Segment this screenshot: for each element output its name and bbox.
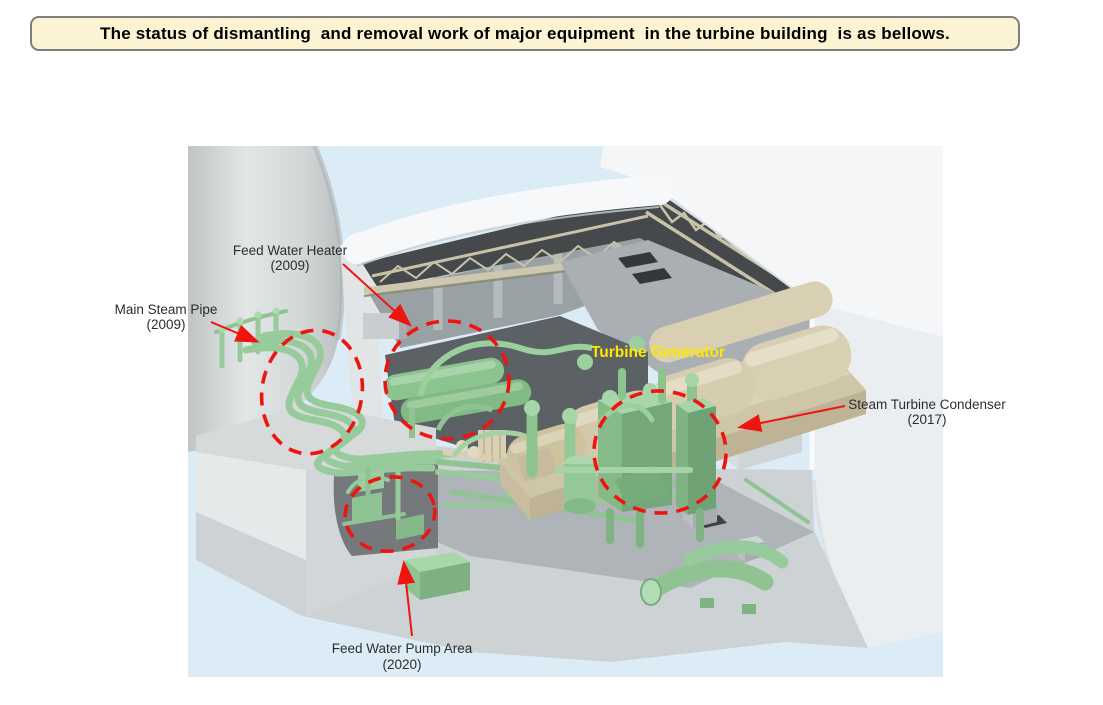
render-area <box>188 146 943 677</box>
feed-water-pump-equipment <box>342 465 424 540</box>
feed-water-heaters <box>383 340 593 438</box>
highlight-ellipse-steam-turbine-condenser <box>592 389 728 515</box>
crane-rail-beam <box>363 259 593 297</box>
highlight-ellipse-main-steam-pipe <box>259 328 365 456</box>
label-feed-water-pump-area: Feed Water Pump Area <box>332 641 473 656</box>
label-steam-turbine-condenser-year: (2017) <box>907 412 946 427</box>
label-feed-water-heater: Feed Water Heater <box>233 243 348 258</box>
label-feed-water-heater-year: (2009) <box>270 258 309 273</box>
condenser-front-box <box>615 465 668 507</box>
callout-labels: Feed Water Heater (2009) Main Steam Pipe… <box>115 243 1007 672</box>
roof-edge-band <box>342 175 674 267</box>
label-steam-turbine-condenser: Steam Turbine Condenser <box>848 397 1006 412</box>
roof-deck <box>600 146 943 337</box>
label-turbine-generator: Turbine Generator <box>591 344 725 361</box>
steam-turbine-condenser-unit <box>555 368 716 548</box>
floor-hatch-opening <box>618 252 658 268</box>
arrow-main-steam-pipe <box>210 321 260 343</box>
banner-text: The status of dismantling and removal wo… <box>100 23 950 43</box>
label-main-steam-pipe-year: (2009) <box>146 317 185 332</box>
label-main-steam-pipe: Main Steam Pipe <box>115 302 218 317</box>
label-feed-water-pump-area-year: (2020) <box>382 657 421 672</box>
highlight-ellipses <box>259 319 728 553</box>
arrow-feed-water-heater <box>342 263 412 327</box>
floor-hatch-opening <box>632 268 672 284</box>
turbine-casing-trough <box>649 281 833 363</box>
banner: The status of dismantling and removal wo… <box>30 16 1020 51</box>
highlight-ellipse-feed-water-pump-area <box>343 475 437 553</box>
wall-cabinet <box>363 313 403 339</box>
circulating-water-pipes <box>640 540 789 614</box>
arrow-feed-water-pump-area <box>397 560 416 637</box>
highlight-ellipse-feed-water-heater <box>383 319 511 441</box>
arrow-steam-turbine-condenser <box>737 405 846 432</box>
callout-arrows <box>210 263 846 637</box>
